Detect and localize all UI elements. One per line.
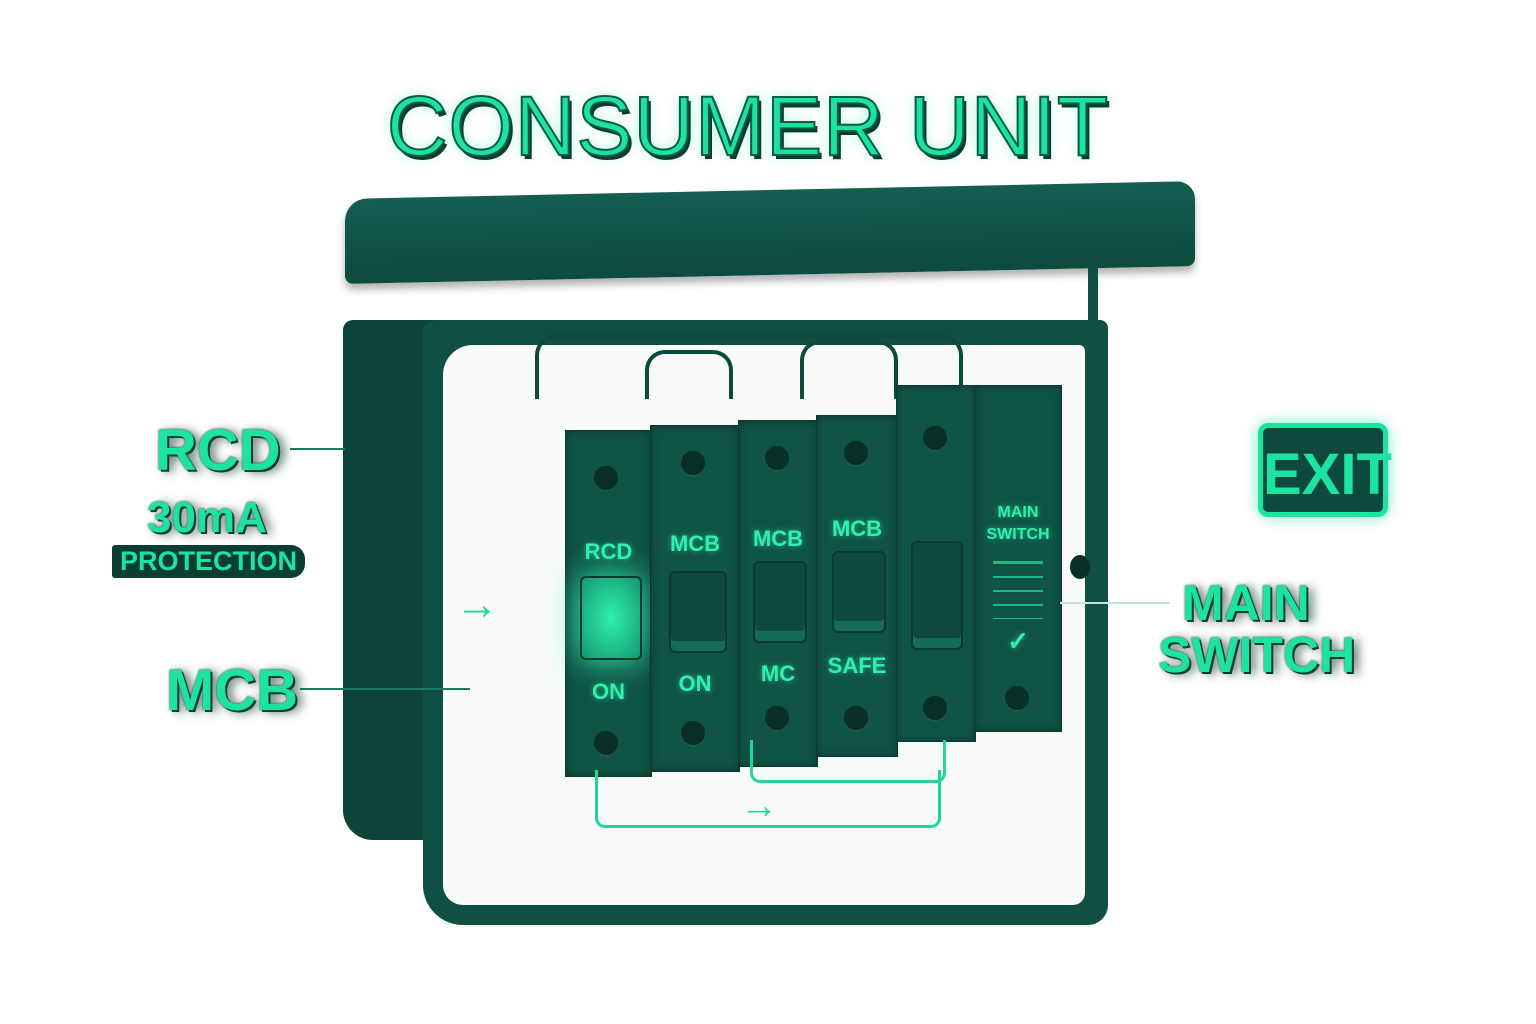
latch-knob — [1070, 555, 1090, 579]
module-status-label: ON — [678, 671, 712, 696]
busbar-wire — [535, 335, 963, 399]
busbar-wire — [800, 340, 898, 399]
mcb-callout: MCB — [166, 658, 299, 723]
busbar-wire — [645, 350, 733, 399]
mcb-toggle[interactable] — [669, 571, 727, 653]
leader-line — [290, 448, 345, 450]
screw-icon — [681, 721, 705, 745]
main-switch-toggle[interactable] — [911, 541, 963, 650]
screw-icon — [844, 706, 868, 730]
module-top-label: MCB — [752, 526, 804, 551]
screw-icon — [765, 706, 789, 730]
breaker-mcb-2[interactable]: MCB MC — [738, 420, 818, 767]
leader-line — [300, 688, 470, 690]
main-switch-lever-module[interactable] — [896, 385, 976, 742]
screw-icon — [681, 451, 705, 475]
leader-line — [1060, 602, 1170, 604]
neutral-wire — [595, 770, 941, 828]
main-switch-callout-line1: MAIN — [1182, 575, 1310, 631]
screw-icon — [923, 696, 947, 720]
screw-icon — [844, 441, 868, 465]
screw-icon — [923, 426, 947, 450]
module-top-label: MCB — [669, 531, 721, 556]
breaker-mcb-1[interactable]: MCB ON — [650, 425, 740, 772]
breaker-rcd[interactable]: RCD ON — [565, 430, 652, 777]
main-switch-label-module: MAIN SWITCH ✓ — [974, 385, 1062, 732]
module-top-label: RCD — [584, 539, 633, 564]
screw-icon — [1005, 686, 1029, 710]
module-status-label: SAFE — [827, 653, 887, 678]
screw-icon — [594, 466, 618, 490]
arrow-right-icon: → — [455, 580, 499, 629]
main-switch-callout-line2: SWITCH — [1158, 627, 1356, 683]
screw-icon — [594, 731, 618, 755]
neutral-wire — [750, 740, 946, 783]
rcd-callout: RCD — [155, 418, 281, 483]
arrow-right-icon: → — [740, 785, 778, 827]
main-switch-label-line2: SWITCH — [986, 526, 1050, 543]
rating-callout: 30mA — [147, 493, 267, 542]
screw-icon — [765, 446, 789, 470]
mcb-toggle[interactable] — [832, 551, 886, 633]
module-top-label: MCB — [831, 516, 883, 541]
breaker-mcb-3[interactable]: MCB SAFE — [816, 415, 898, 757]
main-switch-label-line1: MAIN — [997, 504, 1039, 521]
check-icon: ✓ — [1007, 626, 1029, 656]
mcb-toggle[interactable] — [753, 561, 807, 643]
enclosure-lid — [345, 181, 1195, 284]
diagram-title: CONSUMER UNIT — [386, 78, 1110, 174]
module-status-label: ON — [592, 679, 625, 704]
rcd-toggle[interactable] — [580, 576, 642, 660]
protection-callout: PROTECTION — [112, 545, 306, 578]
exit-sign: EXIT — [1258, 423, 1392, 517]
lid-support-arm — [1088, 265, 1098, 825]
module-status-label: MC — [760, 661, 796, 686]
indicator-lines — [993, 561, 1043, 619]
